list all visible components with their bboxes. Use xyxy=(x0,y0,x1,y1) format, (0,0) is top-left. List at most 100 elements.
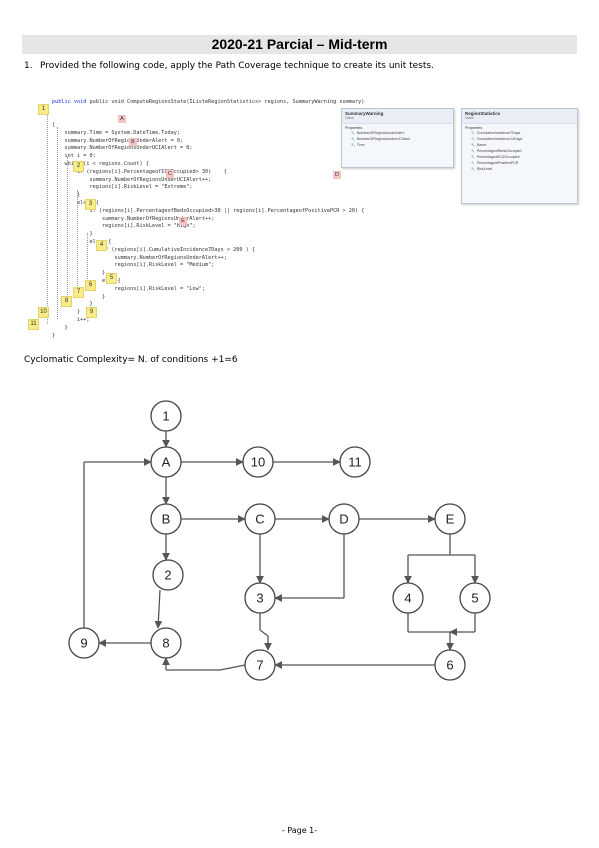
code-line: regions[i].RiskLevel = "Extreme"; xyxy=(52,184,193,191)
graph-node-9 xyxy=(68,627,100,659)
question: 1. Provided the following code, apply the… xyxy=(24,61,434,71)
question-number: 1. xyxy=(24,61,33,71)
code-line: } xyxy=(52,324,68,331)
code-line: } xyxy=(52,301,93,308)
graph-node-8 xyxy=(150,627,182,659)
code-guide-line xyxy=(67,157,68,307)
graph-node-label: 11 xyxy=(348,455,362,470)
edge-7-8 xyxy=(219,664,246,671)
class-property: PercentageofPositivePCR xyxy=(462,160,577,166)
code-guide-line xyxy=(57,127,58,319)
node-marker-7: 7 xyxy=(73,287,84,298)
code-line: } xyxy=(52,192,81,199)
code-line: while (i < regions.Count) { xyxy=(52,160,149,167)
graph-node-e xyxy=(434,503,466,535)
graph-node-label: B xyxy=(162,512,171,527)
code-signature: public void public void ComputeRegionsSt… xyxy=(52,98,365,105)
code-line: summary.NumberOfRegionsUnderAlert++; xyxy=(52,254,227,261)
graph-node-3 xyxy=(244,582,276,614)
code-line: if (regions[i].PercentageofBedsOccupied>… xyxy=(52,207,365,214)
class-header: RegionStatistics Class xyxy=(462,109,577,124)
code-line: regions[i].RiskLevel = "High"; xyxy=(52,223,196,230)
cyclomatic-complexity: Cyclomatic Complexity= N. of conditions … xyxy=(24,355,238,365)
code-line: summary.Time = System.DateTime.Today; xyxy=(52,129,181,136)
code-line: summary.NumberOfRegionsUnderAlert++; xyxy=(52,215,215,222)
class-kind: Class xyxy=(345,116,354,120)
node-marker-11: 11 xyxy=(28,319,39,330)
class-property: CumulativeIncidence14Days xyxy=(462,136,577,142)
class-property: Name xyxy=(462,142,577,148)
code-line: { xyxy=(52,121,56,128)
code-line: int i = 0; xyxy=(52,153,96,160)
code-guide-line xyxy=(47,110,48,324)
class-property: NumberOfRegionsUnderAlert xyxy=(342,130,453,136)
code-line: i++; xyxy=(52,316,90,323)
graph-node-label: 8 xyxy=(162,636,169,651)
graph-node-c xyxy=(244,503,276,535)
class-kind: Class xyxy=(465,116,474,120)
graph-node-label: 6 xyxy=(446,658,453,673)
code-block: public void public void ComputeRegionsSt… xyxy=(52,83,364,348)
graph-node-5 xyxy=(459,582,491,614)
graph-node-1 xyxy=(150,400,182,432)
class-property: PercentageofBedsOccupied xyxy=(462,148,577,154)
code-guide-line xyxy=(77,190,78,296)
class-property: RiskLevel xyxy=(462,166,577,172)
graph-node-b xyxy=(150,503,182,535)
code-line: else { xyxy=(52,238,112,245)
title-bar: 2020-21 Parcial – Mid-term xyxy=(22,35,577,54)
graph-node-label: D xyxy=(339,512,348,527)
graph-node-label: 10 xyxy=(251,455,265,470)
class-property: NumberOfRegionsUnderUCIAlert xyxy=(342,136,453,142)
code-line: } xyxy=(52,270,106,277)
node-marker-3: 3 xyxy=(85,199,96,210)
graph-node-label: E xyxy=(446,512,455,527)
class-property: CumulativeIncidence7Days xyxy=(462,130,577,136)
class-name: SummaryWarning xyxy=(345,111,384,116)
class-header: SummaryWarning Class xyxy=(342,109,453,124)
node-marker-9: 9 xyxy=(86,307,97,318)
graph-node-label: 1 xyxy=(162,409,169,424)
class-property: Time xyxy=(342,142,453,148)
code-line: summary.NumberOfRegionsUnderUCIAlert++; xyxy=(52,176,212,183)
graph-node-7 xyxy=(244,649,276,681)
graph-node-label: C xyxy=(255,512,264,527)
graph-node-label: 2 xyxy=(164,568,171,583)
class-property: PercentageofICUOccupied xyxy=(462,154,577,160)
graph-node-label: 5 xyxy=(471,591,478,606)
node-marker-1: 1 xyxy=(38,104,49,115)
graph-node-label: 3 xyxy=(256,591,263,606)
graph-node-4 xyxy=(392,582,424,614)
graph-node-10 xyxy=(242,446,274,478)
graph-node-label: A xyxy=(162,455,171,470)
question-text: Provided the following code, apply the P… xyxy=(40,61,434,71)
node-marker-6: 6 xyxy=(85,280,96,291)
page-footer: - Page 1- xyxy=(281,826,318,835)
class-name: RegionStatistics xyxy=(465,111,501,116)
graph-node-6 xyxy=(434,649,466,681)
graph-node-11 xyxy=(339,446,371,478)
code-line: } xyxy=(101,293,106,300)
node-marker-10: 10 xyxy=(38,307,49,318)
node-marker-8: 8 xyxy=(61,296,72,307)
class-box-summary-warning: SummaryWarning Class Properties NumberOf… xyxy=(341,108,454,168)
graph-node-2 xyxy=(152,559,184,591)
code-line: summary.NumberOfRegionsUnderUCIAlert = 0… xyxy=(52,145,193,152)
condition-marker-b: B xyxy=(129,138,137,146)
condition-marker-d: D xyxy=(333,171,341,179)
code-line: summary.NumberOfRegionsUnderAlert = 0; xyxy=(52,137,184,144)
code-line: } xyxy=(52,309,81,316)
condition-marker-c: C xyxy=(166,170,174,178)
condition-marker-e: E xyxy=(179,217,187,225)
edge-2-8 xyxy=(154,589,163,629)
class-section: Properties xyxy=(345,126,363,130)
node-marker-5: 5 xyxy=(106,273,117,284)
code-line: regions[i].RiskLevel = "Medium"; xyxy=(52,262,215,269)
class-section: Properties xyxy=(465,126,483,130)
edge-3-7 xyxy=(259,629,269,637)
graph-node-label: 7 xyxy=(256,658,263,673)
graph-node-a xyxy=(150,446,182,478)
code-line: } xyxy=(52,332,56,339)
